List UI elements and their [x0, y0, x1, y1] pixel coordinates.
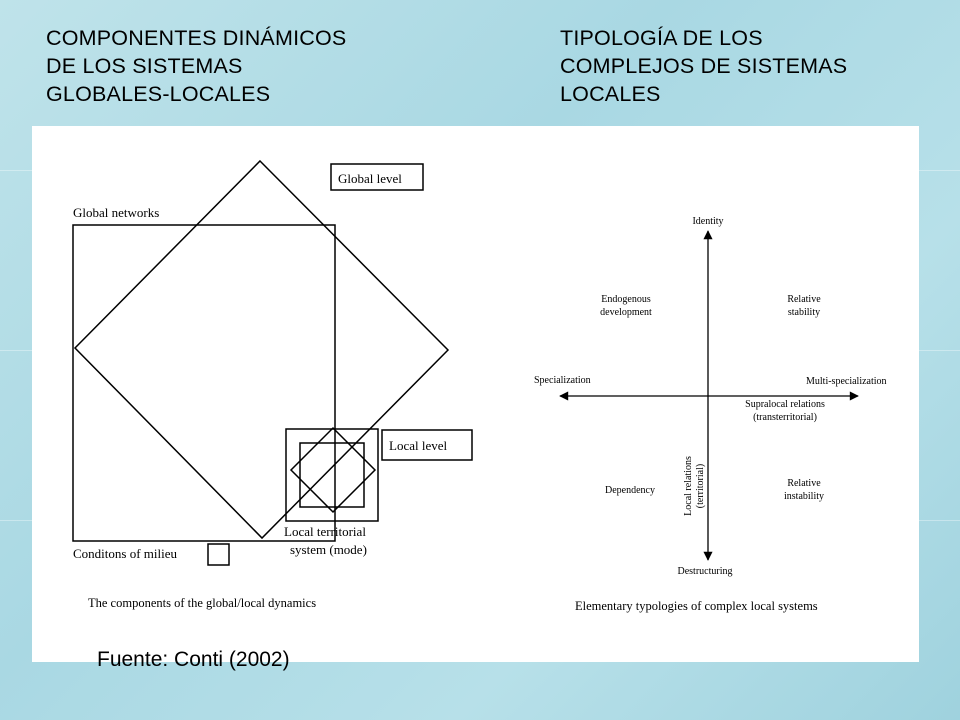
left-slide-title: COMPONENTES DINÁMICOS DE LOS SISTEMAS GL… — [46, 26, 347, 106]
supralocal-relations-label-line1: Supralocal relations — [745, 399, 825, 410]
local-level-label: Local level — [389, 438, 447, 453]
global-networks-square — [72, 224, 336, 542]
relative-stability-label-line2: stability — [788, 307, 820, 318]
local-level-box — [381, 429, 473, 461]
left-diagram-caption: The components of the global/local dynam… — [88, 596, 316, 610]
relative-stability-label-line1: Relative — [787, 294, 821, 305]
specialization-label: Specialization — [534, 375, 591, 386]
local-territorial-label-line1: Local territorial — [284, 524, 366, 539]
milieu-square — [207, 543, 230, 566]
global-level-box — [330, 163, 424, 191]
local-territorial-label-line2: system (mode) — [290, 542, 367, 557]
global-level-label: Global level — [338, 171, 402, 186]
relative-instability-label-line2: instability — [784, 491, 824, 502]
supralocal-relations-label-line2: (transterritorial) — [753, 412, 817, 423]
global-local-diagram — [72, 159, 473, 566]
global-networks-label: Global networks — [73, 205, 159, 220]
endogenous-label-line1: Endogenous — [601, 294, 651, 305]
typology-axes — [559, 230, 859, 561]
destructuring-label: Destructuring — [678, 566, 733, 577]
right-diagram-caption: Elementary typologies of complex local s… — [575, 599, 818, 613]
source-citation: Fuente: Conti (2002) — [97, 648, 290, 671]
global-level-diamond — [73, 159, 450, 540]
dependency-label: Dependency — [605, 485, 655, 496]
local-relations-label-line2: (territorial) — [695, 464, 706, 508]
multi-specialization-label: Multi-specialization — [806, 376, 887, 387]
local-relations-label-line1: Local relations — [683, 456, 694, 516]
local-inner-square — [299, 442, 365, 508]
local-level-diamond — [289, 426, 377, 514]
identity-label: Identity — [692, 216, 723, 227]
figure-panel: Global level Global networks Local level… — [32, 126, 919, 662]
conditions-of-milieu-label: Conditons of milieu — [73, 546, 178, 561]
figure-svg: Global level Global networks Local level… — [72, 159, 887, 613]
endogenous-label-line2: development — [600, 307, 652, 318]
right-slide-title: TIPOLOGÍA DE LOS COMPLEJOS DE SISTEMAS L… — [560, 26, 848, 106]
relative-instability-label-line1: Relative — [787, 478, 821, 489]
